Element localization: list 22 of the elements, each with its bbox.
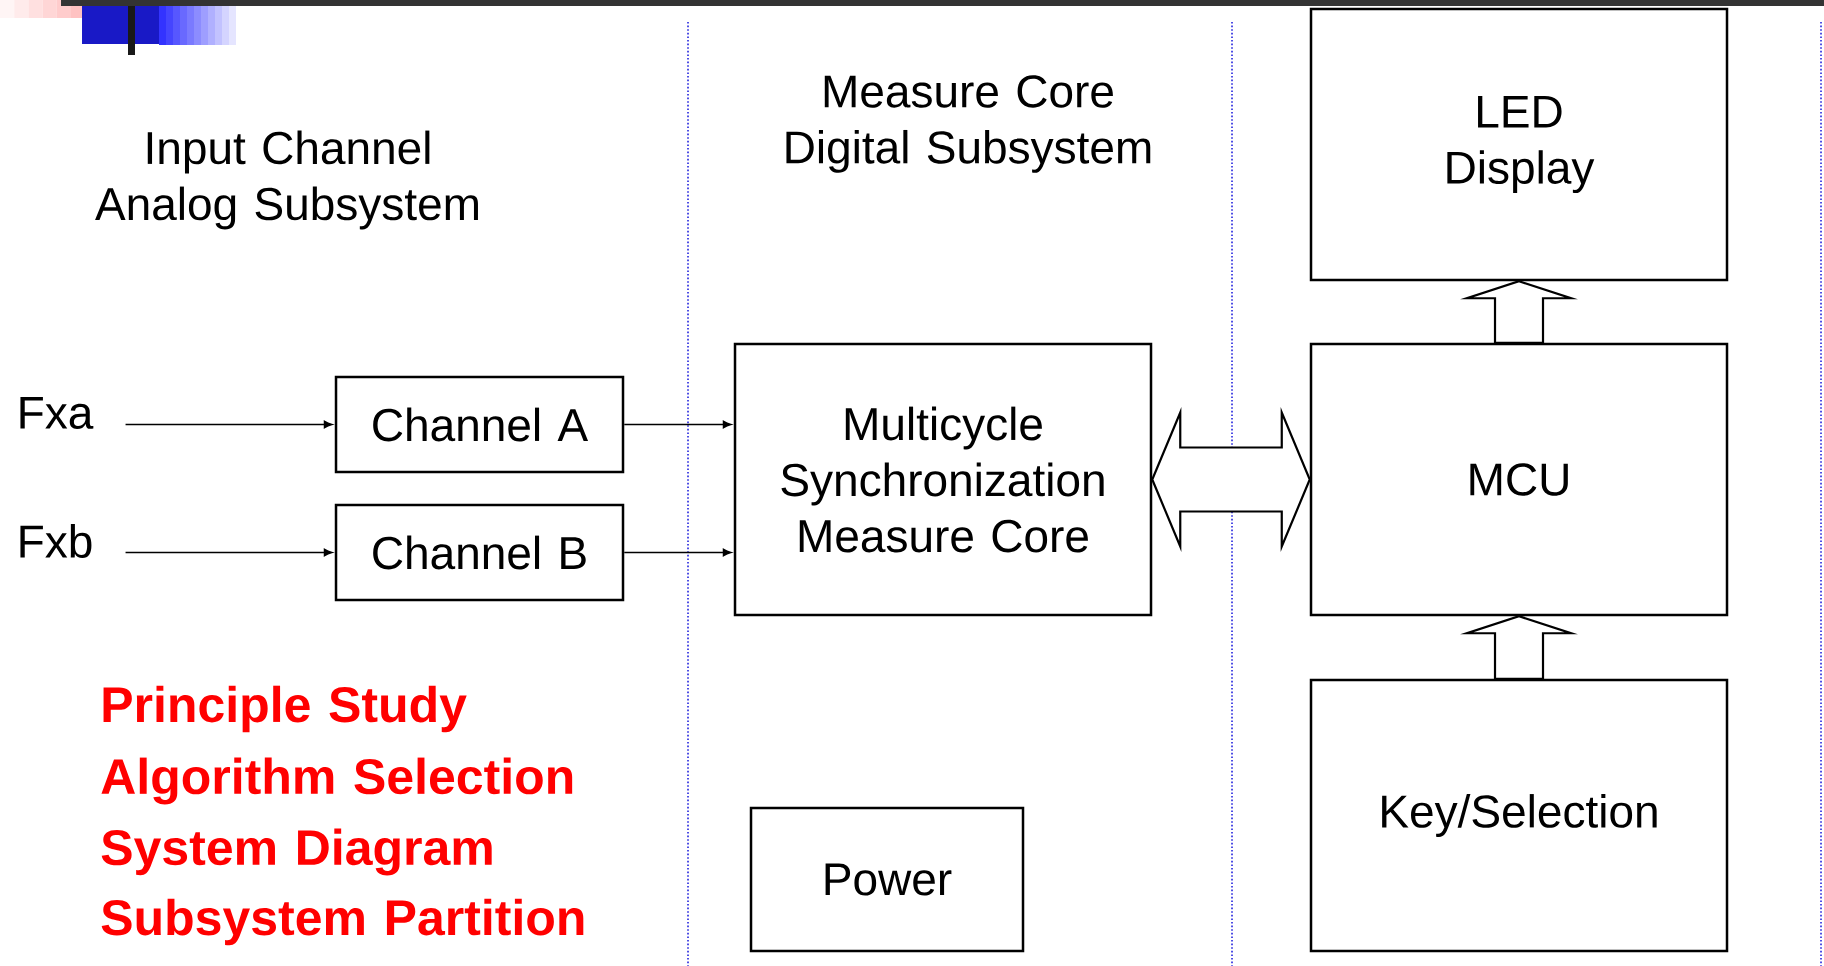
block-box: Key/Selection — [1309, 678, 1729, 953]
block-box: Channel B — [334, 503, 625, 602]
topic-list-item: Subsystem Partition — [101, 898, 584, 946]
block-arrow — [1460, 615, 1578, 680]
topic-list-item: Algorithm Selection — [101, 757, 573, 805]
section-heading: Measure Core Digital Subsystem — [786, 75, 1151, 173]
block-arrow — [1460, 280, 1578, 344]
block-box: Multicycle Synchronization Measure Core — [733, 342, 1153, 617]
arrow — [623, 420, 732, 429]
block-box: MCU — [1309, 342, 1729, 617]
signal-label: Fxa — [20, 396, 94, 430]
topic-list-item: Principle Study — [103, 685, 467, 733]
block-box: Channel A — [334, 375, 625, 474]
topic-list-item: System Diagram — [101, 828, 492, 876]
block-arrow — [1151, 407, 1311, 552]
signal-label: Fxb — [20, 524, 92, 558]
arrow — [124, 420, 333, 429]
arrow — [623, 548, 732, 557]
section-heading: Input Channel Analog Subsystem — [95, 130, 478, 230]
block-box: LED Display — [1309, 7, 1729, 282]
block-box: Power — [749, 806, 1025, 953]
arrow — [124, 548, 333, 557]
